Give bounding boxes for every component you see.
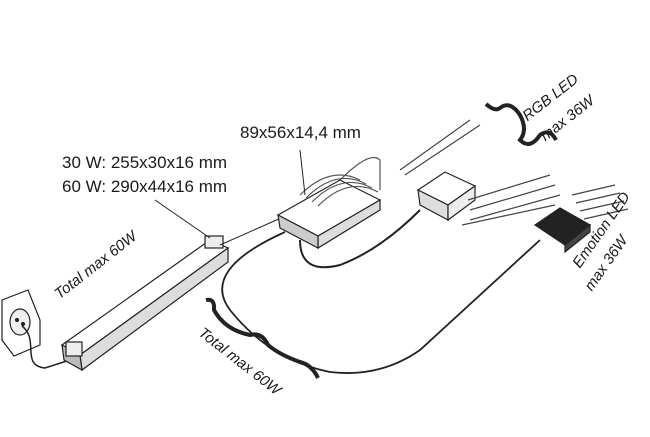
rgb-brace <box>484 102 558 146</box>
controller-box <box>276 156 382 250</box>
driver-30w-label: 30 W: 255x30x16 mm <box>62 153 228 172</box>
wall-socket-icon <box>1 289 41 357</box>
mains-cable <box>21 325 71 369</box>
driver-60w-label: 60 W: 290x44x16 mm <box>62 177 228 196</box>
controller-size-label: 89x56x14,4 mm <box>240 123 361 142</box>
bottom-brace <box>205 297 320 379</box>
rgb-junction-box <box>399 119 561 226</box>
power-driver <box>60 235 230 372</box>
emotion-led-module <box>533 184 629 254</box>
